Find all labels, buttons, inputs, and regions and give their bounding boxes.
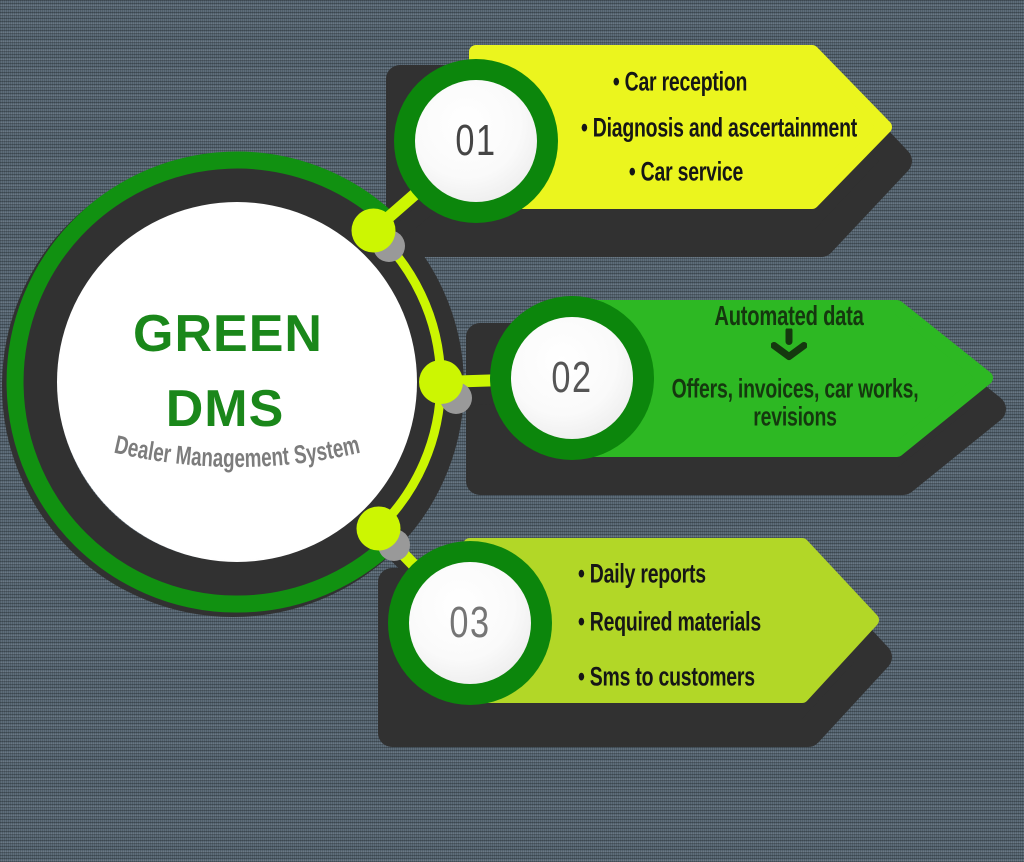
down-arrow-icon (770, 327, 808, 366)
node3-dot (356, 506, 401, 551)
step3-number: 03 (449, 598, 491, 647)
step1-number: 01 (455, 116, 497, 165)
banner2-line1: Offers, invoices, car works, (671, 373, 919, 404)
badge3-white-circle (409, 562, 531, 684)
hub-title-dms: DMS (165, 380, 285, 438)
banner3-item-sms-to-customers: • Sms to customers (578, 661, 755, 692)
banner3-item-daily-reports: • Daily reports (578, 558, 706, 589)
banner1-item-car-service: • Car service (628, 156, 744, 187)
badge2-white-circle (511, 317, 633, 439)
step2-number: 02 (551, 353, 593, 402)
banner1-item-car-reception: • Car reception (612, 66, 748, 97)
node1-dot (351, 208, 396, 253)
node2-dot (419, 360, 463, 404)
hub-green-arc (6, 151, 400, 613)
banner2-header: Automated data (714, 300, 864, 331)
banner2-line2: revisions (753, 401, 837, 432)
badge1-white-circle (415, 80, 537, 202)
banner1-item-diagnosis: • Diagnosis and ascertainment (580, 112, 858, 143)
banner3-item-required-materials: • Required materials (578, 606, 761, 637)
hub-white-circle (57, 202, 417, 562)
hub-title-green: GREEN (133, 305, 323, 363)
